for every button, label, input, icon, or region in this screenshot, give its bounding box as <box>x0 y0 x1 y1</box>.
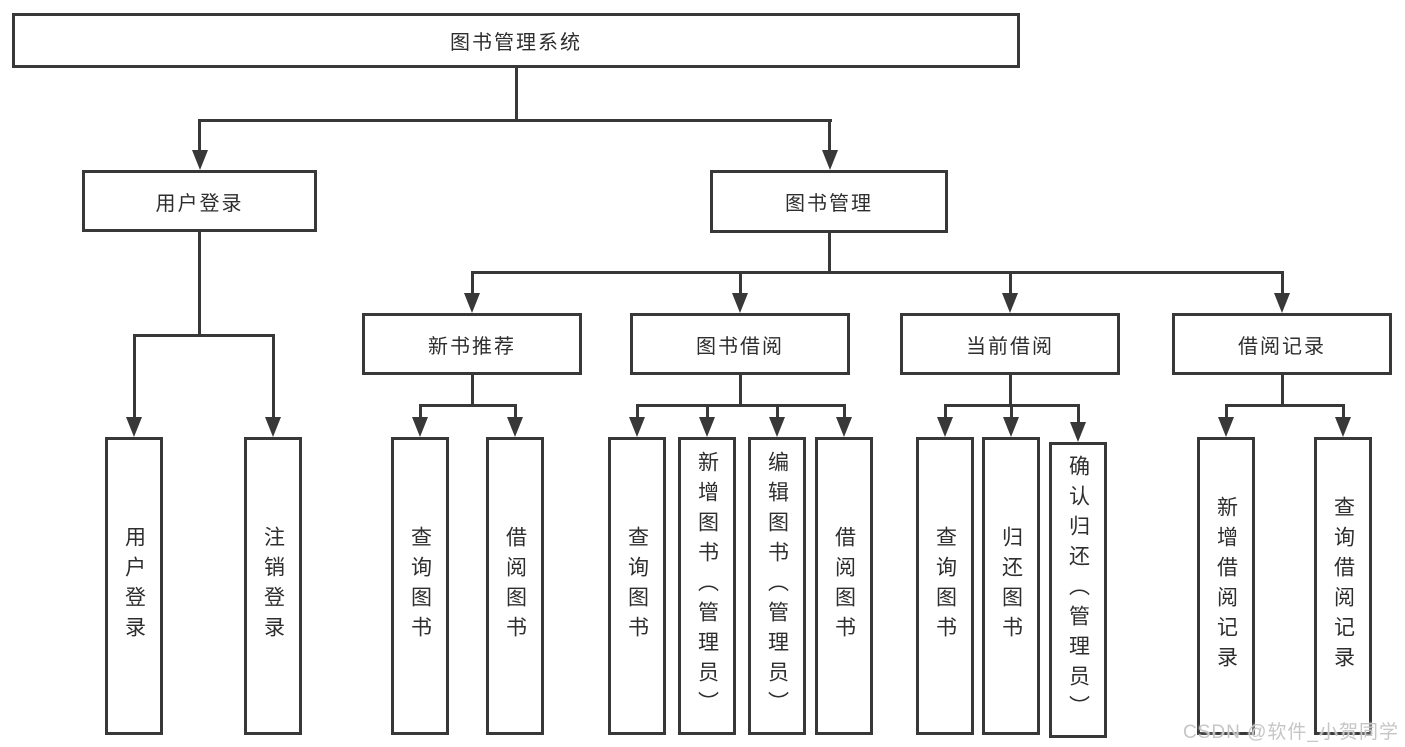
connector-book-mgmt-stub <box>828 233 831 272</box>
arrow-rec-query <box>412 417 428 437</box>
connector-user-login-stub <box>198 232 201 335</box>
arrow-bb-query <box>629 417 645 437</box>
leaf-bb-query-books: 查询图书 <box>608 437 666 735</box>
connector-new-book-rec-hbar <box>419 404 517 407</box>
arrow-logout-leaf <box>265 417 281 437</box>
leaf-br-query-record: 查询借阅记录 <box>1314 437 1372 735</box>
connector-drop-bb-borrow <box>843 404 846 417</box>
leaf-user-login-label: 用户登录 <box>122 526 146 646</box>
leaf-cb-return-books-label: 归还图书 <box>999 526 1023 646</box>
connector-l1-hbar <box>198 119 832 122</box>
connector-user-login-hbar <box>133 334 275 337</box>
arrow-cb-query <box>937 417 953 437</box>
arrow-borrow-records <box>1274 293 1290 313</box>
arrow-bb-add <box>699 417 715 437</box>
node-current-borrow: 当前借阅 <box>900 313 1120 375</box>
node-user-login-label: 用户登录 <box>155 192 244 215</box>
connector-drop-br-add <box>1225 404 1228 417</box>
connector-book-mgmt-hbar <box>471 271 1284 274</box>
connector-book-borrow-hbar <box>636 404 846 407</box>
connector-borrow-records-hbar <box>1225 404 1344 407</box>
arrow-login-leaf <box>126 417 142 437</box>
connector-drop-rec-borrow <box>514 404 517 417</box>
leaf-bb-edit-books-admin: 编辑图书（管理员） <box>748 437 806 735</box>
arrow-cb-confirm <box>1070 422 1086 442</box>
node-book-borrow: 图书借阅 <box>630 313 850 375</box>
connector-drop-bb-edit <box>776 404 779 417</box>
leaf-bb-add-books-admin-label: 新增图书（管理员） <box>695 451 719 721</box>
leaf-br-add-record: 新增借阅记录 <box>1197 437 1255 735</box>
leaf-cb-return-books: 归还图书 <box>982 437 1040 735</box>
connector-drop-logout-leaf <box>272 334 275 417</box>
arrow-bb-borrow <box>836 417 852 437</box>
leaf-logout-label: 注销登录 <box>261 526 285 646</box>
leaf-cb-confirm-return-admin-label: 确认归还（管理员） <box>1066 455 1090 725</box>
connector-borrow-records-stub <box>1281 375 1284 405</box>
node-new-book-rec-label: 新书推荐 <box>428 335 516 358</box>
connector-book-borrow-stub <box>739 375 742 405</box>
connector-drop-cb-query <box>944 404 947 417</box>
leaf-bb-add-books-admin: 新增图书（管理员） <box>678 437 736 735</box>
node-user-login: 用户登录 <box>82 170 317 232</box>
arrow-user-login <box>192 150 208 170</box>
arrow-cb-return <box>1003 417 1019 437</box>
arrow-book-mgmt <box>822 150 838 170</box>
leaf-br-query-record-label: 查询借阅记录 <box>1331 496 1355 676</box>
connector-drop-bb-query <box>636 404 639 417</box>
connector-drop-current-borrow <box>1009 271 1012 293</box>
leaf-bb-borrow-books-label: 借阅图书 <box>832 526 856 646</box>
node-new-book-rec: 新书推荐 <box>362 313 582 375</box>
connector-drop-cb-confirm <box>1077 404 1080 422</box>
connector-drop-borrow-records <box>1281 271 1284 293</box>
arrow-bb-edit <box>769 417 785 437</box>
connector-drop-login-leaf <box>133 334 136 417</box>
leaf-bb-query-books-label: 查询图书 <box>625 526 649 646</box>
arrow-new-book-rec <box>464 293 480 313</box>
node-book-mgmt-label: 图书管理 <box>785 193 873 215</box>
leaf-rec-query-books-label: 查询图书 <box>408 526 432 646</box>
connector-drop-bb-add <box>706 404 709 417</box>
node-root: 图书管理系统 <box>12 13 1020 68</box>
leaf-br-add-record-label: 新增借阅记录 <box>1214 496 1238 676</box>
node-book-mgmt: 图书管理 <box>710 170 948 233</box>
connector-drop-book-mgmt <box>828 119 831 150</box>
arrow-br-query <box>1335 417 1351 437</box>
leaf-user-login: 用户登录 <box>105 437 163 735</box>
leaf-rec-query-books: 查询图书 <box>391 437 449 735</box>
leaf-bb-borrow-books: 借阅图书 <box>815 437 873 735</box>
connector-root-stub <box>515 68 518 120</box>
leaf-cb-query-books: 查询图书 <box>916 437 974 735</box>
connector-drop-book-borrow <box>739 271 742 293</box>
connector-drop-cb-return <box>1010 404 1013 417</box>
leaf-cb-confirm-return-admin: 确认归还（管理员） <box>1049 442 1107 738</box>
leaf-rec-borrow-books-label: 借阅图书 <box>503 526 527 646</box>
connector-drop-br-query <box>1342 404 1345 417</box>
node-root-label: 图书管理系统 <box>450 32 582 54</box>
arrow-rec-borrow <box>507 417 523 437</box>
leaf-cb-query-books-label: 查询图书 <box>933 526 957 646</box>
node-current-borrow-label: 当前借阅 <box>966 335 1054 358</box>
arrow-br-add <box>1218 417 1234 437</box>
arrow-book-borrow <box>732 293 748 313</box>
leaf-logout: 注销登录 <box>244 437 302 735</box>
connector-drop-rec-query <box>419 404 422 417</box>
node-book-borrow-label: 图书借阅 <box>696 335 784 358</box>
connector-new-book-rec-stub <box>471 375 474 405</box>
arrow-current-borrow <box>1002 293 1018 313</box>
connector-drop-new-book-rec <box>471 271 474 293</box>
csdn-watermark: CSDN @软件_小贺同学 <box>1183 722 1399 743</box>
leaf-bb-edit-books-admin-label: 编辑图书（管理员） <box>765 451 789 721</box>
node-borrow-records-label: 借阅记录 <box>1238 335 1326 358</box>
leaf-rec-borrow-books: 借阅图书 <box>486 437 544 735</box>
connector-drop-user-login <box>198 119 201 150</box>
node-borrow-records: 借阅记录 <box>1172 313 1392 375</box>
connector-current-borrow-stub <box>1009 375 1012 405</box>
